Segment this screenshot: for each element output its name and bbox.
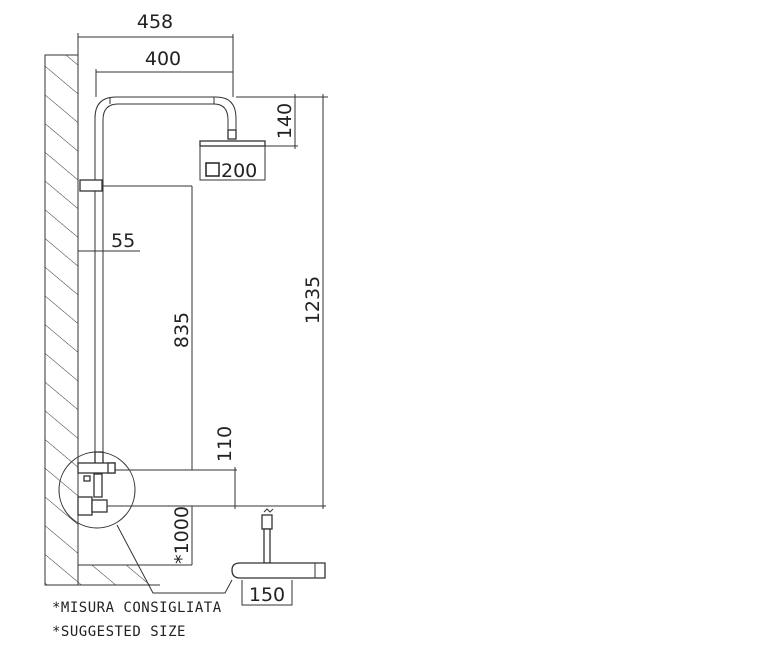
bar-mixer (231, 508, 326, 579)
mixer-detail (58, 451, 233, 594)
slide-bracket (79, 179, 103, 192)
shower-column (79, 96, 266, 455)
square-symbol-icon (205, 162, 220, 177)
dim-458: 458 (137, 11, 173, 33)
shower-head (199, 140, 266, 147)
dim-1000: *1000 (171, 506, 193, 564)
dim-150: 150 (249, 584, 285, 606)
dim-140: 140 (274, 103, 296, 139)
wall-section (44, 54, 192, 586)
dim-1235: 1235 (302, 276, 324, 324)
dim-400: 400 (145, 48, 181, 70)
dim-835: 835 (171, 312, 193, 348)
dim-head-200: 200 (221, 160, 257, 182)
dimension-lines (77, 33, 328, 606)
dim-55: 55 (111, 230, 135, 252)
note-italian: *MISURA CONSIGLIATA (52, 600, 222, 616)
dim-110: 110 (214, 426, 236, 462)
note-english: *SUGGESTED SIZE (52, 624, 186, 640)
